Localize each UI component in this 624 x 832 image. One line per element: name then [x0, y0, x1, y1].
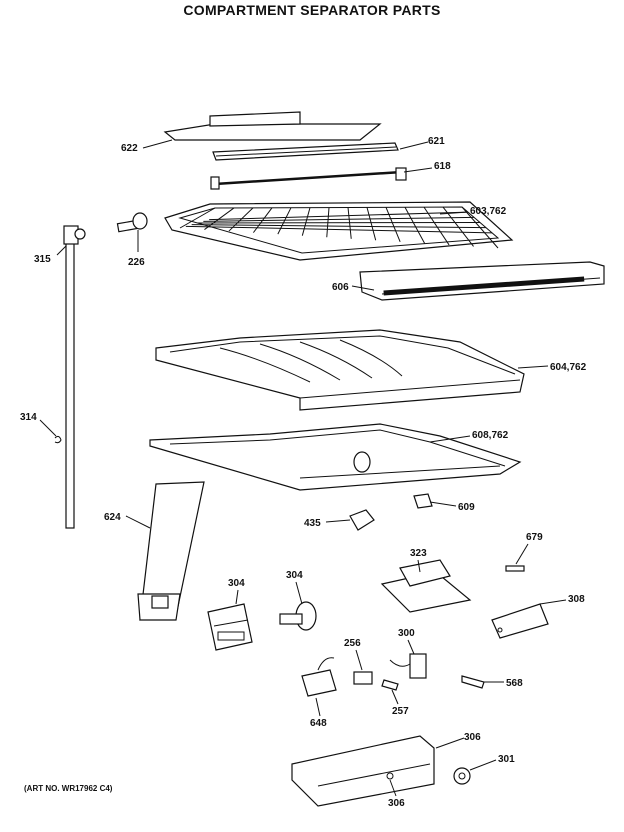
callout-435: 435 — [304, 518, 321, 529]
callout-314: 314 — [20, 412, 37, 423]
grid-hatch — [404, 206, 426, 244]
callout-315: 315 — [34, 254, 51, 265]
grid-hatch — [179, 207, 216, 229]
part-606-bar — [359, 261, 605, 301]
grid-hatch — [209, 211, 469, 221]
callout-306-bottom: 306 — [388, 798, 405, 809]
part-648-motor — [301, 657, 337, 697]
callout-609: 609 — [458, 502, 475, 513]
diagram-title: COMPARTMENT SEPARATOR PARTS — [183, 2, 441, 18]
grid-hatch — [203, 216, 475, 222]
grid-hatch — [191, 224, 487, 229]
callout-618: 618 — [434, 161, 451, 172]
part-306-bracket — [291, 735, 435, 807]
callout-300: 300 — [398, 628, 415, 639]
part-604-shelf — [155, 329, 525, 411]
part-308-bracket — [491, 603, 549, 639]
callout-624: 624 — [104, 512, 121, 523]
callout-323: 323 — [410, 548, 427, 559]
grid-hatch — [197, 222, 481, 224]
part-624-panel — [137, 481, 205, 621]
callout-301: 301 — [498, 754, 515, 765]
callout-621: 621 — [428, 136, 445, 147]
grid-hatch — [366, 207, 377, 241]
callout-608-762: 608,762 — [472, 430, 509, 441]
callout-568: 568 — [506, 678, 523, 689]
grid-hatch — [277, 207, 292, 235]
part-256-connector — [353, 671, 373, 685]
part-618-rod — [210, 167, 407, 190]
part-435-knob — [349, 509, 375, 531]
callout-622: 622 — [121, 143, 138, 154]
callout-679: 679 — [526, 532, 543, 543]
part-300-switch — [389, 653, 427, 679]
grid-hatch — [204, 207, 235, 230]
leader-lines — [39, 139, 567, 797]
part-609-clip — [413, 493, 433, 509]
part-257-screw — [381, 679, 399, 691]
callout-606: 606 — [332, 282, 349, 293]
callout-603-762: 603,762 — [470, 206, 507, 217]
callout-604-762: 604,762 — [550, 362, 587, 373]
part-323-bracket — [380, 559, 472, 613]
callout-308: 308 — [568, 594, 585, 605]
art-number: (ART NO. WR17962 C4) — [24, 784, 113, 793]
callout-304-right: 304 — [286, 570, 303, 581]
grid-hatch — [185, 225, 493, 234]
part-314-315-rod — [54, 225, 86, 529]
grid-hatch — [385, 207, 401, 243]
callout-257: 257 — [392, 706, 409, 717]
part-603-grid-shelf — [164, 201, 514, 261]
part-304-gear — [279, 601, 317, 631]
part-568-screw — [461, 675, 485, 689]
part-679-screw — [505, 565, 525, 572]
callout-304-left: 304 — [228, 578, 245, 589]
callout-648: 648 — [310, 718, 327, 729]
part-621-rail — [212, 142, 399, 161]
part-304-housing — [207, 603, 253, 651]
grid-hatch — [301, 207, 311, 236]
part-226-plug — [116, 212, 148, 233]
part-301-nut — [453, 767, 471, 785]
callout-256: 256 — [344, 638, 361, 649]
callout-labels: 622 621 618 603,762 315 226 606 604,762 … — [20, 136, 587, 809]
part-608-tray — [149, 423, 522, 491]
callout-306-top: 306 — [464, 732, 481, 743]
part-622-cover — [163, 111, 382, 141]
callout-226: 226 — [128, 257, 145, 268]
